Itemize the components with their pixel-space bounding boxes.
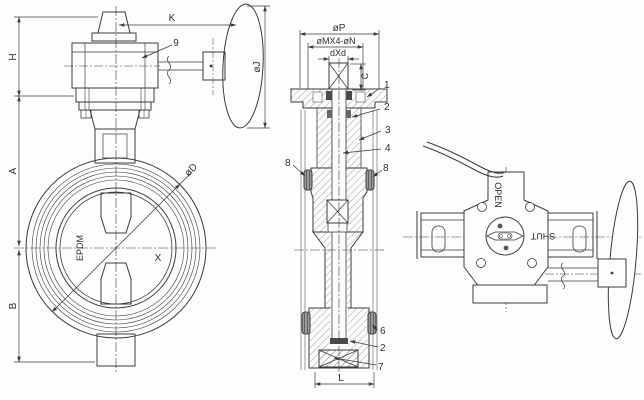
gear-housing [472,284,548,304]
callout-9 [141,44,173,59]
dimension-D [51,171,193,313]
flange-bolt-gap-left [312,91,323,103]
dim-label-X: X [155,253,162,264]
callout-8-left-label: 8 [285,158,291,169]
material-label: EPDM [75,235,85,261]
handwheel-side [545,180,641,340]
packing-neck-right [346,110,351,118]
oring-upper-right [365,169,375,191]
dim-label-C: C [360,72,370,79]
packing-right [346,91,352,100]
callout-7-label: 7 [378,362,384,373]
plate-bolt-hole [477,202,487,212]
dim-label-dxd: dXd [330,48,346,58]
flange-bolt-gap-right [355,91,366,103]
dim-label-H: H [8,53,19,60]
oring-lower-right [367,311,377,335]
callout-3-label: 3 [385,125,391,136]
indicator-screw-bottom [503,245,509,251]
bottom-stem [96,333,136,367]
position-indicator-dial [485,216,525,256]
indicator-shut-label: SHUT [530,231,555,241]
drive-pocket [326,199,349,233]
gearbox-front [64,11,160,164]
plate-bolt-hole [525,202,535,212]
callout-2b-label: 2 [380,343,386,354]
dimension-C [350,63,366,91]
dim-label-bolt-circle: øMX4-øN [317,36,356,46]
dimension-HAB [14,16,98,363]
section-view: øP øMX4-øN dXd C L [285,23,391,388]
dimension-bolt-circle [307,43,364,89]
indicator-open-label: OPEN [493,182,503,208]
dimension-dxd [318,56,359,63]
square-drive-top [328,62,349,90]
indicator-screw-top [497,223,503,229]
callout-9-label: 9 [173,38,179,49]
packing-left [326,91,332,100]
bottom-seal [330,338,348,344]
plate-bolt-hole [476,258,486,268]
dimension-P [299,30,380,88]
stem-section [331,89,347,338]
dimension-L [314,372,375,388]
front-view: EPDM X øD H A B K øJ [8,3,270,372]
oring-lower-left [301,311,311,335]
packing-neck-left [327,110,332,118]
callout-1-label: 1 [384,80,390,91]
dim-label-A: A [8,167,19,174]
dim-label-P: øP [333,23,346,34]
section-callout-leaders [292,87,383,366]
callout-6-label: 6 [380,326,386,337]
callout-4-label: 4 [385,143,391,154]
plate-bolt-hole [527,258,537,268]
callout-8-right-label: 8 [383,163,389,174]
callout-2-label: 2 [384,102,390,113]
dimension-J [247,5,270,129]
dim-label-D: øD [183,162,200,179]
handwheel-front [158,3,264,129]
pipe-right [548,211,598,259]
dim-label-K: K [169,13,176,24]
dim-label-B: B [8,302,19,309]
pipe-left [416,211,464,259]
oring-upper-left [303,169,313,191]
dim-label-J: øJ [252,61,263,72]
cable-lines [422,141,506,178]
top-view: OPEN SHUT [403,141,643,340]
dim-label-L: L [338,373,344,384]
